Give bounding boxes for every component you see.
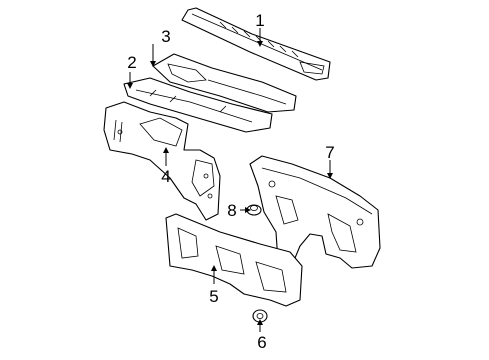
callout-5: 5 [209,287,218,306]
callout-3: 3 [161,27,170,46]
callout-6: 6 [257,333,266,352]
callout-2: 2 [127,53,136,72]
callout-8: 8 [227,201,236,220]
callout-7: 7 [325,143,334,162]
part-8-plug [246,204,262,216]
part-2-cowl-lower-panel [123,77,273,133]
part-7-panel-reinforcement [249,155,381,271]
part-3-cowl-vent-panel [152,53,297,113]
part-1-cowl-panel [181,7,331,81]
callout-4: 4 [161,167,170,186]
part-6-grommet [252,309,268,323]
part-4-dash-panel [103,101,221,221]
part-5-dash-insulator [165,213,303,307]
callout-1: 1 [255,11,264,30]
